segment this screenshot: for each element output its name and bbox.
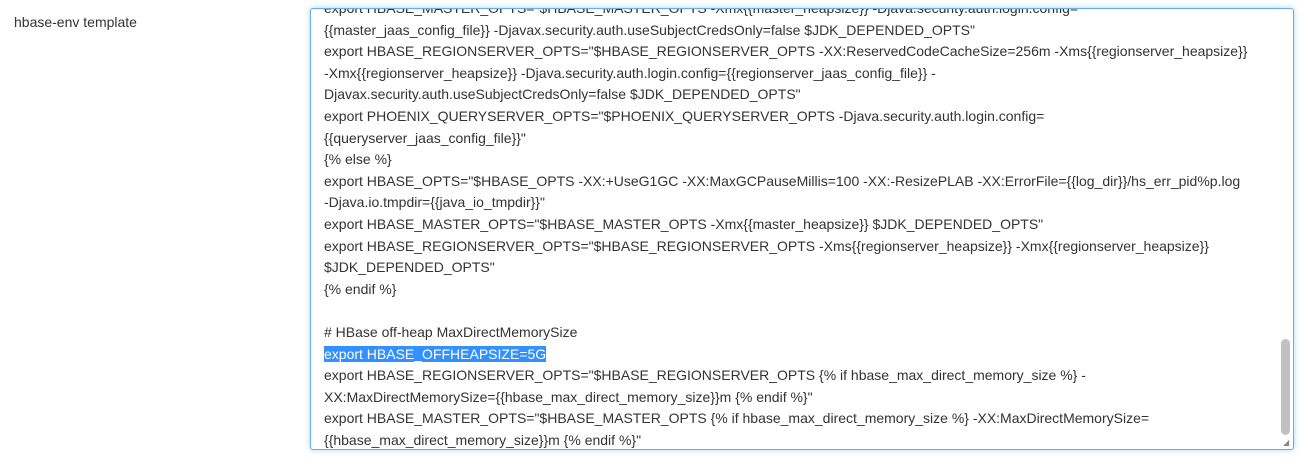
- code-line: export HBASE_OPTS="$HBASE_OPTS -XX:+UseG…: [324, 172, 1241, 189]
- code-line: Djavax.security.auth.useSubjectCredsOnly…: [324, 86, 801, 103]
- code-line: [324, 300, 1271, 322]
- resize-handle-icon[interactable]: ◢: [1283, 438, 1290, 447]
- code-line: # HBase off-heap MaxDirectMemorySize: [324, 323, 578, 340]
- code-line: export HBASE_MASTER_OPTS="$HBASE_MASTER_…: [324, 8, 1079, 16]
- code-line: {% else %}: [324, 151, 392, 168]
- code-line: export HBASE_REGIONSERVER_OPTS="$HBASE_R…: [324, 237, 1209, 254]
- code-line: $JDK_DEPENDED_OPTS": [324, 259, 495, 276]
- code-line: {{queryserver_jaas_config_file}}": [324, 129, 526, 146]
- code-line: {{master_jaas_config_file}} -Djavax.secu…: [324, 21, 975, 38]
- code-line: export PHOENIX_QUERYSERVER_OPTS="$PHOENI…: [324, 107, 1045, 124]
- code-line: XX:MaxDirectMemorySize={{hbase_max_direc…: [324, 388, 813, 405]
- hbase-env-template-textarea[interactable]: export HBASE_MASTER_OPTS="$HBASE_MASTER_…: [310, 8, 1294, 450]
- field-label: hbase-env template: [14, 14, 137, 30]
- vertical-scrollbar[interactable]: [1278, 9, 1292, 449]
- scrollbar-thumb[interactable]: [1281, 339, 1290, 435]
- textarea-content[interactable]: export HBASE_MASTER_OPTS="$HBASE_MASTER_…: [324, 8, 1271, 449]
- code-line: {{hbase_max_direct_memory_size}}m {% end…: [324, 431, 642, 448]
- code-line: export HBASE_REGIONSERVER_OPTS="$HBASE_R…: [324, 43, 1248, 60]
- selected-code-line: export HBASE_OFFHEAPSIZE=5G: [324, 345, 547, 362]
- code-line: -Djava.io.tmpdir={{java_io_tmpdir}}": [324, 194, 545, 211]
- code-line: -Xmx{{regionserver_heapsize}} -Djava.sec…: [324, 64, 936, 81]
- code-line: {% endif %}: [324, 280, 397, 297]
- code-line: export HBASE_REGIONSERVER_OPTS="$HBASE_R…: [324, 367, 1086, 384]
- code-line: export HBASE_MASTER_OPTS="$HBASE_MASTER_…: [324, 410, 1150, 427]
- code-line: export HBASE_MASTER_OPTS="$HBASE_MASTER_…: [324, 215, 1044, 232]
